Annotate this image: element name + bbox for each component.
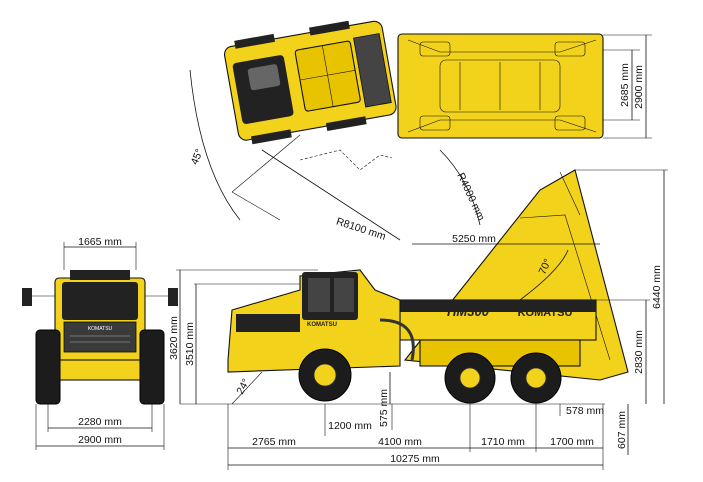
label-rear-clearance: 578 mm <box>566 405 604 417</box>
side-brand-label: KOMATSU <box>518 307 573 319</box>
top-front-unit <box>223 20 397 145</box>
label-wheelbase-front: 4100 mm <box>378 436 422 448</box>
label-ground-bed-clearance: 607 mm <box>616 411 628 449</box>
label-overall-length: 10275 mm <box>390 453 440 465</box>
label-cab-height: 3510 mm <box>184 322 196 366</box>
label-turn-radius-outer: R8100 mm <box>335 216 388 243</box>
top-view: 2685 mm 2900 mm 45° R8100 mm R4000 mm <box>189 20 652 243</box>
side-cab-brand: KOMATSU <box>307 322 337 328</box>
label-tandem: 1710 mm <box>481 436 525 448</box>
label-front-track: 2280 mm <box>78 416 122 428</box>
side-view: HM300 KOMATSU KOMATSU 5250 mm 70° 6440 m… <box>168 169 668 470</box>
front-view-logo: KOMATSU <box>88 326 113 332</box>
label-wheelbase-body: 5250 mm <box>452 233 496 245</box>
label-turn-radius-inner: R4000 mm <box>454 171 487 223</box>
label-overall-height: 3620 mm <box>168 316 180 360</box>
label-approach-angle: 24° <box>234 377 252 397</box>
label-articulation-angle: 45° <box>189 147 206 166</box>
side-model-label: HM300 <box>447 304 490 319</box>
front-view: KOMATSU 1665 mm 2280 mm 2900 mm <box>22 236 178 450</box>
label-front-offset: 1200 mm <box>328 420 372 432</box>
label-rear-overhang: 1700 mm <box>550 436 594 448</box>
label-top-cab-width: 2685 mm <box>619 63 631 107</box>
front-left-tyre <box>35 329 61 405</box>
label-front-overhang: 2765 mm <box>252 436 296 448</box>
top-body-bed <box>397 33 604 139</box>
turn-arc-outer <box>189 69 241 221</box>
label-ground-clearance: 575 mm <box>378 389 390 427</box>
label-top-overall-width: 2900 mm <box>633 65 645 109</box>
turn-arc-inner <box>439 149 481 226</box>
label-dump-height: 6440 mm <box>651 265 663 309</box>
label-front-overall-width: 2900 mm <box>78 434 122 446</box>
front-right-tyre <box>139 329 165 405</box>
label-front-width-top: 1665 mm <box>78 236 122 248</box>
label-bed-height: 2830 mm <box>633 330 645 374</box>
